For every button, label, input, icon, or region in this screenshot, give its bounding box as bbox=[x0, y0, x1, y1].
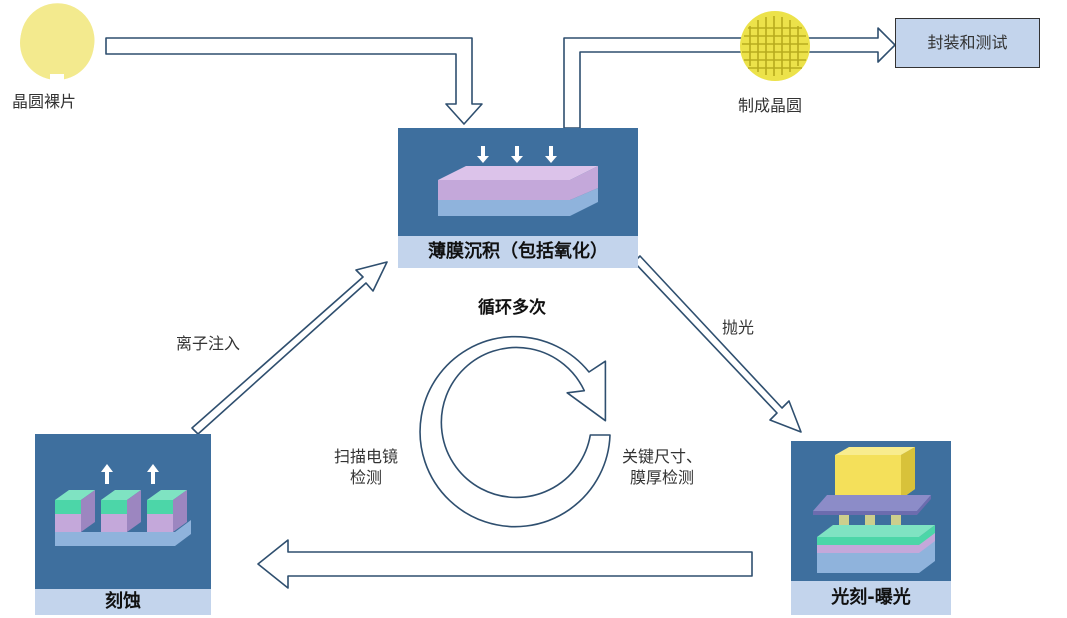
arrow-ion-implant bbox=[191, 261, 388, 435]
finished-wafer-label: 制成晶圆 bbox=[738, 96, 803, 115]
cycle-title: 循环多次 bbox=[478, 298, 546, 318]
lithography-card: 光刻-曝光 bbox=[791, 441, 951, 615]
sem-inspection-line1: 扫描电镜 bbox=[334, 447, 399, 466]
sem-inspection-note: 扫描电镜 检测 bbox=[334, 446, 398, 488]
bare-wafer-icon bbox=[20, 3, 95, 80]
lithography-illustration bbox=[813, 447, 935, 573]
deposition-illustration bbox=[438, 146, 598, 216]
cycle-arrow-icon bbox=[419, 335, 611, 528]
etch-caption: 刻蚀 bbox=[35, 589, 211, 615]
etch-card: 刻蚀 bbox=[35, 434, 211, 615]
ion-implant-label: 离子注入 bbox=[176, 334, 241, 353]
arrow-deposition-to-package bbox=[563, 27, 896, 129]
bare-wafer-label: 晶圆裸片 bbox=[12, 92, 77, 111]
cd-thickness-line2: 膜厚检测 bbox=[630, 468, 695, 487]
polish-label: 抛光 bbox=[722, 318, 755, 337]
cd-thickness-line1: 关键尺寸、 bbox=[622, 447, 703, 466]
arrow-wafer-to-deposition bbox=[105, 37, 483, 125]
etch-illustration bbox=[55, 464, 191, 546]
lithography-caption: 光刻-曝光 bbox=[791, 581, 951, 615]
cd-thickness-note: 关键尺寸、 膜厚检测 bbox=[622, 446, 702, 488]
arrow-polish bbox=[633, 255, 802, 433]
arrow-litho-to-etch bbox=[257, 539, 753, 589]
package-test-box: 封装和测试 bbox=[895, 18, 1040, 68]
sem-inspection-line2: 检测 bbox=[350, 468, 383, 487]
deposition-card: 薄膜沉积（包括氧化） bbox=[398, 128, 638, 268]
finished-wafer-icon bbox=[740, 11, 810, 81]
deposition-caption: 薄膜沉积（包括氧化） bbox=[398, 236, 638, 268]
